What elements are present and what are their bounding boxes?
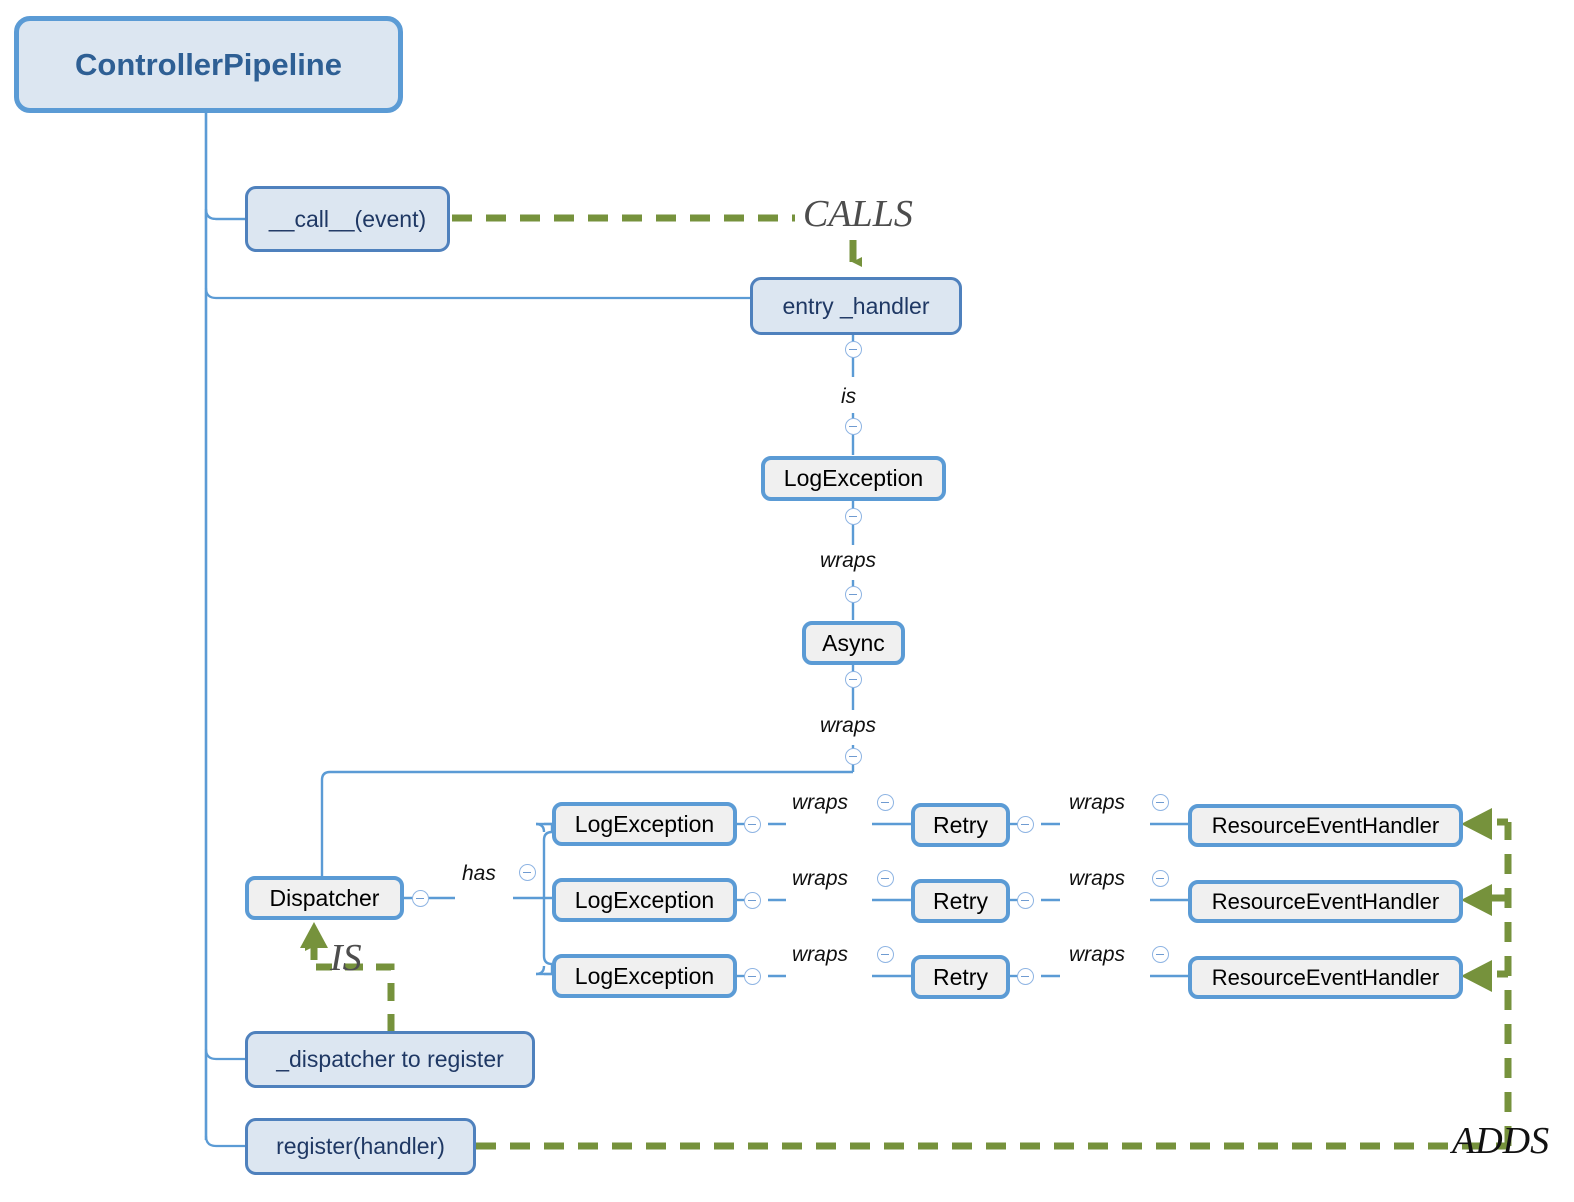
node-label-log-exception-row-1: LogException	[574, 810, 715, 837]
node-resource-event-handler-row-1[interactable]: ResourceEventHandler	[1188, 804, 1463, 847]
relation-label-has: has	[462, 862, 496, 885]
green-relation-label-calls: CALLS	[803, 193, 913, 235]
node-async[interactable]: Async	[802, 621, 905, 665]
relation-label-wraps-resource-1: wraps	[1069, 791, 1126, 814]
node-dispatcher[interactable]: Dispatcher	[245, 876, 404, 920]
node-label-entry-handler: entry _handler	[782, 292, 930, 319]
node-retry-row-2[interactable]: Retry	[911, 879, 1010, 923]
collapse-toggle-is[interactable]	[845, 418, 862, 435]
adds-arrowhead-row3	[1461, 960, 1492, 992]
node-label-async: Async	[822, 629, 885, 656]
adds-relation-arrow	[476, 818, 1512, 1150]
node-label-log-exception-row-3: LogException	[574, 962, 715, 989]
relation-label-wraps-dispatcher: wraps	[820, 714, 877, 737]
node-label-resource-event-handler-row-3: ResourceEventHandler	[1211, 964, 1440, 990]
node-label-call-event: __call__(event)	[268, 205, 427, 232]
collapse-toggle-wraps-retry-1[interactable]	[877, 794, 894, 811]
collapse-toggle-wraps-resource-1[interactable]	[1152, 794, 1169, 811]
node-label-log-exception-row-2: LogException	[574, 886, 715, 913]
node-log-exception-main[interactable]: LogException	[761, 456, 946, 501]
collapse-toggle-entry-handler[interactable]	[845, 341, 862, 358]
is-relation-arrowhead-triangle	[300, 922, 328, 948]
node-log-exception-row-2[interactable]: LogException	[552, 878, 737, 922]
collapse-toggle-retry-3[interactable]	[1017, 968, 1034, 985]
collapse-toggle-retry-2[interactable]	[1017, 892, 1034, 909]
relation-label-wraps-async: wraps	[820, 549, 877, 572]
relation-label-is: is	[841, 385, 857, 408]
node-label-resource-event-handler-row-1: ResourceEventHandler	[1211, 812, 1440, 838]
green-relation-label-is: IS	[330, 937, 362, 979]
collapse-toggle-dispatcher[interactable]	[412, 890, 429, 907]
node-log-exception-row-1[interactable]: LogException	[552, 802, 737, 846]
node-label-controller-pipeline: ControllerPipeline	[75, 46, 342, 82]
node-label-resource-event-handler-row-2: ResourceEventHandler	[1211, 888, 1440, 914]
node-label-retry-row-2: Retry	[933, 887, 988, 914]
collapse-toggle-log-exception-main[interactable]	[845, 508, 862, 525]
collapse-toggle-wraps-async[interactable]	[845, 586, 862, 603]
node-controller-pipeline[interactable]: ControllerPipeline	[14, 16, 403, 113]
relation-label-wraps-resource-2: wraps	[1069, 867, 1126, 890]
relation-label-wraps-retry-3: wraps	[792, 943, 849, 966]
node-label-register-handler: register(handler)	[276, 1133, 445, 1159]
collapse-toggle-wraps-resource-2[interactable]	[1152, 870, 1169, 887]
node-label-retry-row-1: Retry	[933, 811, 988, 838]
collapse-toggle-log-row-2[interactable]	[744, 892, 761, 909]
node-call-event[interactable]: __call__(event)	[245, 186, 450, 252]
collapse-toggle-wraps-retry-2[interactable]	[877, 870, 894, 887]
is-relation-arrow	[316, 963, 395, 1032]
node-retry-row-3[interactable]: Retry	[911, 955, 1010, 999]
collapse-toggle-retry-1[interactable]	[1017, 816, 1034, 833]
node-resource-event-handler-row-2[interactable]: ResourceEventHandler	[1188, 880, 1463, 923]
node-label-retry-row-3: Retry	[933, 963, 988, 990]
relation-label-wraps-resource-3: wraps	[1069, 943, 1126, 966]
collapse-toggle-log-row-3[interactable]	[744, 968, 761, 985]
relation-label-wraps-retry-1: wraps	[792, 791, 849, 814]
node-retry-row-1[interactable]: Retry	[911, 803, 1010, 847]
collapse-toggle-has[interactable]	[519, 864, 536, 881]
trunk-connectors	[204, 113, 750, 1148]
collapse-toggle-wraps-resource-3[interactable]	[1152, 946, 1169, 963]
dispatcher-fanout-stubs	[535, 822, 552, 976]
node-label-dispatcher-to-register: _dispatcher to register	[276, 1046, 504, 1072]
relation-label-wraps-retry-2: wraps	[792, 867, 849, 890]
collapse-toggle-log-row-1[interactable]	[744, 816, 761, 833]
node-label-log-exception-main: LogException	[783, 465, 924, 491]
node-register-handler[interactable]: register(handler)	[245, 1118, 476, 1175]
node-log-exception-row-3[interactable]: LogException	[552, 954, 737, 998]
node-dispatcher-to-register[interactable]: _dispatcher to register	[245, 1031, 535, 1088]
adds-arrowhead-row2	[1461, 884, 1492, 916]
green-relation-label-adds: ADDS	[1452, 1120, 1550, 1162]
wrap-chain-connectors	[320, 334, 855, 878]
collapse-toggle-wraps-retry-3[interactable]	[877, 946, 894, 963]
node-label-dispatcher: Dispatcher	[269, 884, 380, 911]
collapse-toggle-wraps-dispatcher[interactable]	[845, 748, 862, 765]
collapse-toggle-async[interactable]	[845, 671, 862, 688]
node-entry-handler[interactable]: entry _handler	[750, 277, 962, 335]
node-resource-event-handler-row-3[interactable]: ResourceEventHandler	[1188, 956, 1463, 999]
adds-arrowhead-row1	[1461, 808, 1492, 840]
